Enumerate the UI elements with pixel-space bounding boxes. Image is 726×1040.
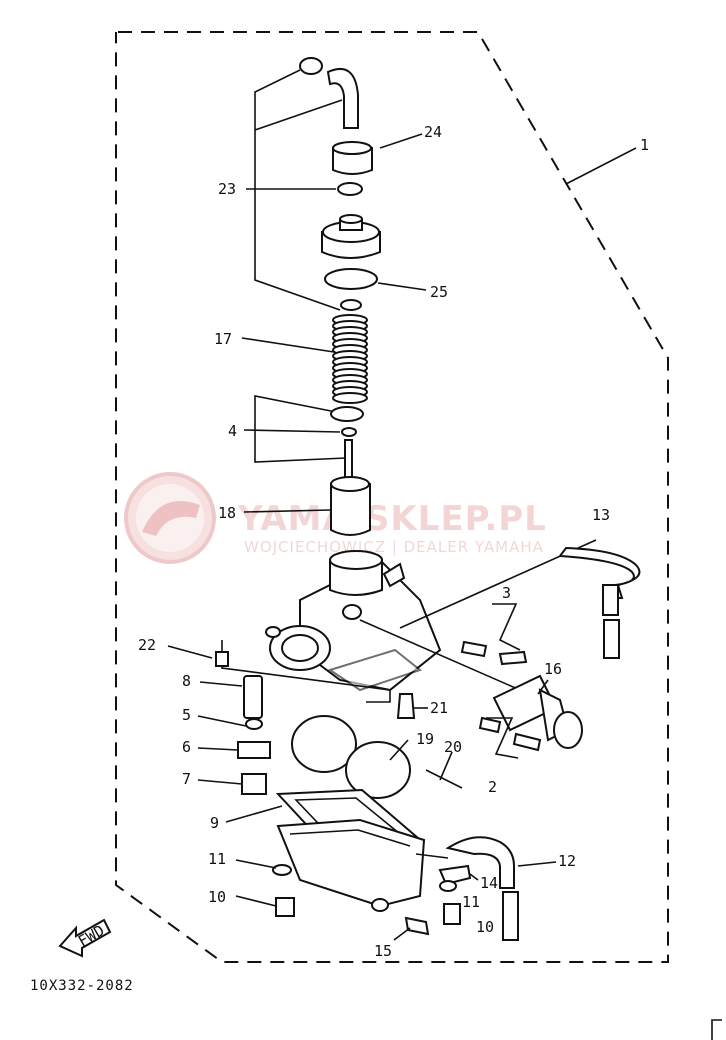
label-11-right: 11 [462,893,480,911]
mixing-chamber-top [321,214,381,259]
carburetor-body [265,550,442,692]
part-2-screws [478,716,542,752]
part-10-screw-left [275,897,295,917]
label-13: 13 [592,506,610,524]
bracket-3 [492,603,521,651]
part-20-float-pin [425,769,463,789]
label-22: 22 [138,636,156,654]
label-4: 4 [228,422,237,440]
label-18: 18 [218,504,236,522]
label-11-left: 11 [208,850,226,868]
label-10-right: 10 [476,918,494,936]
part-5-o-ring [245,718,263,730]
label-3: 3 [502,584,511,602]
label-25: 25 [430,283,448,301]
label-7: 7 [182,770,191,788]
needle-clip [341,427,357,437]
part-12-drain-hose [445,836,519,941]
part-8-needle-jet [243,675,263,719]
part-3-screws [460,640,528,666]
part-13-overflow-hose [558,546,641,659]
assembly-outline [115,31,669,963]
needle-retainer [330,406,364,422]
part-19-floats [291,715,411,799]
part-labels: 1 24 23 25 17 4 18 13 3 22 16 8 21 5 19 … [138,123,649,960]
leader-lines [167,133,637,941]
label-24: 24 [424,123,442,141]
diagram-reference-code: 10X332-2082 [30,978,134,994]
label-5: 5 [182,706,191,724]
bracket-top [254,69,343,311]
part-7-jet [241,773,267,795]
part-14-bracket [438,864,472,886]
part-25-gasket [324,268,378,290]
elbow-nipple [299,57,359,129]
part-15-drain-screw [404,916,430,936]
label-10-left: 10 [208,888,226,906]
label-8: 8 [182,672,191,690]
label-20: 20 [444,738,462,756]
watermark-logo [124,472,216,564]
part-6-main-jet [237,741,271,759]
watermark-brand: YAMA-SKLEP.PL [237,499,547,539]
part-17-spring [332,314,368,404]
label-6: 6 [182,738,191,756]
label-19: 19 [416,730,434,748]
part-10-screw-right [443,903,461,925]
part-21-pilot-jet [396,693,416,719]
part-11-washer-right [439,880,457,892]
bracket-4 [254,395,347,463]
label-9: 9 [210,814,219,832]
label-15: 15 [374,942,392,960]
watermark-tagline: WOJCIECHOWICZ | DEALER YAMAHA [244,538,544,556]
label-16: 16 [544,660,562,678]
part-11-washer-left [272,864,292,876]
label-14: 14 [480,874,498,892]
fwd-arrow: FWD [58,918,112,958]
part-22-plug [215,651,229,667]
label-21: 21 [430,699,448,717]
label-1: 1 [640,136,649,154]
float-bowl [276,818,426,912]
label-2: 2 [488,778,497,796]
part-16-starter-plunger [492,674,583,749]
watermark: YAMA-SKLEP.PL WOJCIECHOWICZ | DEALER YAM… [124,472,547,564]
bracket-2 [486,717,519,759]
label-17: 17 [214,330,232,348]
label-23: 23 [218,180,236,198]
part-23-washer [337,182,363,196]
part-18-throttle-valve [330,476,371,536]
part-24-cap [332,141,373,175]
spring-coil [332,392,368,404]
jet-needle [344,439,353,481]
label-12: 12 [558,852,576,870]
